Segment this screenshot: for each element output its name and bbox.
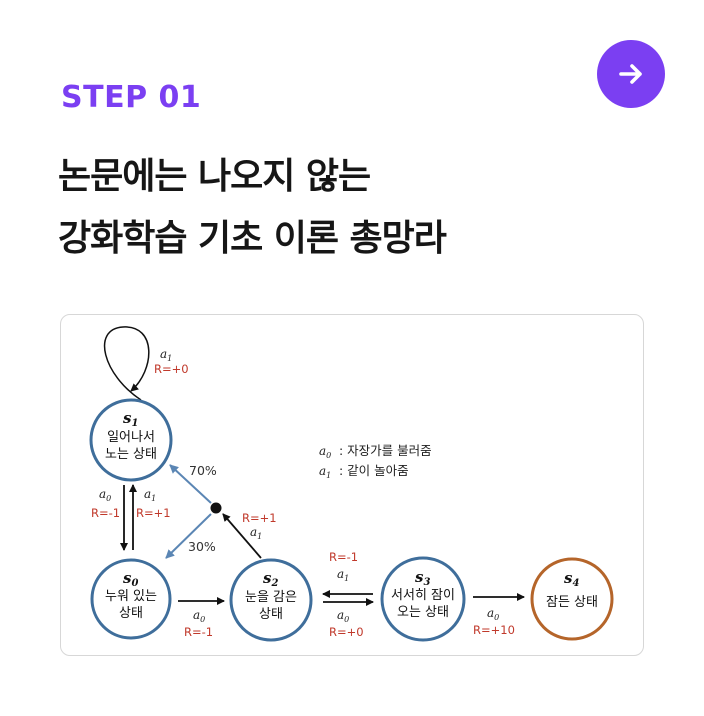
s3-to-s2-action: a1 xyxy=(337,567,349,583)
state-s0: s0 누워 있는 상태 xyxy=(90,558,172,640)
arrow-right-icon xyxy=(619,64,642,84)
s3-to-s2-reward: R=-1 xyxy=(329,550,358,564)
svg-text:s3: s3 xyxy=(415,568,430,588)
s3-to-s4-action: a0 xyxy=(487,606,499,622)
s0-to-s2-reward: R=-1 xyxy=(184,625,213,639)
next-button[interactable] xyxy=(597,40,665,108)
s1-loop-action: a1 xyxy=(160,347,172,363)
s1-loop-reward: R=+0 xyxy=(154,362,189,376)
s2-to-chance-arrow xyxy=(222,513,262,559)
svg-text:s0: s0 xyxy=(123,569,138,589)
page-title: 논문에는 나오지 않는 강화학습 기초 이론 총망라 xyxy=(58,146,447,270)
prob-30: 30% xyxy=(188,539,216,554)
state-s2: s2 눈을 감은 상태 xyxy=(229,558,313,642)
state-s3: s3 서서히 잠이 오는 상태 xyxy=(380,556,466,642)
title-line-2: 강화학습 기초 이론 총망라 xyxy=(58,218,447,259)
s1-self-loop-arrow xyxy=(103,326,150,401)
s2-to-s3-reward: R=+0 xyxy=(329,625,364,639)
svg-text:s2: s2 xyxy=(263,569,278,589)
s3-to-s4-reward: R=+10 xyxy=(473,623,515,637)
chance-node xyxy=(210,502,222,514)
s1-to-s0-reward: R=-1 xyxy=(91,506,120,520)
s2-to-s3-action: a0 xyxy=(337,608,349,624)
mdp-diagram-card: a1 R=+0 s1 일어나서 노는 상태 s0 누워 있는 상태 s2 눈을 … xyxy=(60,314,644,656)
svg-text:일어나서: 일어나서 xyxy=(107,430,155,445)
state-s1: s1 일어나서 노는 상태 xyxy=(89,398,173,482)
s1-to-s0-action: a0 xyxy=(99,487,111,503)
svg-text:눈을 감은: 눈을 감은 xyxy=(245,590,297,605)
svg-text:서서히 잠이: 서서히 잠이 xyxy=(391,588,455,603)
svg-text:노는 상태: 노는 상태 xyxy=(105,447,157,462)
s0-to-s1-action: a1 xyxy=(144,487,156,503)
prob-70: 70% xyxy=(189,463,217,478)
s2-to-chance-action: a1 xyxy=(250,525,262,541)
legend: a0 : 자장가를 불러줌 a1 : 같이 놀아줌 xyxy=(319,443,432,480)
state-s4: s4 잠든 상태 xyxy=(530,557,614,641)
s0-to-s2-action: a0 xyxy=(193,608,205,624)
s2-to-chance-reward: R=+1 xyxy=(242,511,277,525)
step-label: STEP 01 xyxy=(61,80,202,115)
svg-text:누워 있는: 누워 있는 xyxy=(105,589,157,604)
chance-to-s0-arrow xyxy=(165,513,212,559)
svg-text:상태: 상태 xyxy=(119,606,143,621)
svg-text:a1: a1 xyxy=(319,464,331,480)
svg-text:a0: a0 xyxy=(319,444,331,460)
s0-to-s1-reward: R=+1 xyxy=(136,506,171,520)
title-line-1: 논문에는 나오지 않는 xyxy=(58,156,371,197)
svg-text:: 자장가를 불러줌: : 자장가를 불러줌 xyxy=(339,443,432,458)
svg-text:: 같이 놀아줌: : 같이 놀아줌 xyxy=(339,463,409,478)
svg-text:오는 상태: 오는 상태 xyxy=(397,605,449,620)
svg-text:잠든 상태: 잠든 상태 xyxy=(546,595,598,610)
mdp-diagram: a1 R=+0 s1 일어나서 노는 상태 s0 누워 있는 상태 s2 눈을 … xyxy=(89,326,614,642)
svg-text:s4: s4 xyxy=(564,569,579,589)
chance-to-s1-arrow xyxy=(169,464,212,504)
svg-text:상태: 상태 xyxy=(259,607,283,622)
svg-text:s1: s1 xyxy=(123,409,138,429)
